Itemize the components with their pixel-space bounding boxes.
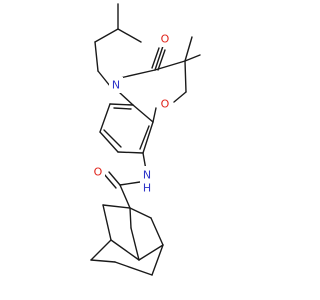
atom-amide-oxygen: O: [91, 164, 105, 180]
atom-ring-oxygen: O: [158, 96, 172, 112]
amide-nitrogen-label: N: [143, 169, 151, 182]
adamantane-cage: [90, 204, 164, 276]
oxazepinone-ring: [97, 36, 201, 123]
amide-hydrogen-label: H: [143, 182, 151, 195]
atom-carbonyl-oxygen: O: [157, 31, 171, 47]
carbonyl-oxygen-label: O: [161, 33, 170, 46]
benzene-ring: [99, 103, 154, 154]
isobutyl-group: [94, 3, 142, 72]
ring-oxygen-label: O: [161, 98, 170, 111]
amide-linkage: [103, 152, 147, 209]
atom-amide-nh: N H: [140, 166, 154, 196]
ring-nitrogen-label: N: [112, 79, 120, 92]
atom-ring-nitrogen: N: [109, 77, 123, 93]
chemical-structure: O O N N H O: [90, 3, 201, 276]
amide-oxygen-label: O: [94, 166, 103, 179]
ketone-double-bond: [151, 47, 166, 71]
